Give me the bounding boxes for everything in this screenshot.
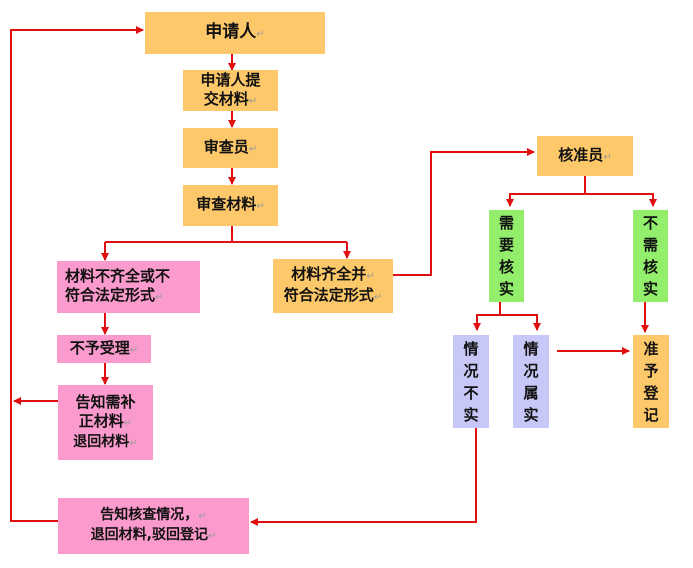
node-submit-materials: 申请人提 交材料↵ — [183, 70, 278, 111]
arrow-verify-split — [473, 302, 501, 331]
node-applicant: 申请人↵ — [145, 12, 325, 54]
node-not-accepted: 不予受理↵ — [57, 335, 151, 363]
arrow-verify-right — [500, 314, 541, 331]
arrow-approver-right — [585, 193, 657, 207]
node-info-true: 情 况 属 实 — [513, 335, 549, 428]
arrow-false-to-result — [250, 428, 477, 526]
node-grant-registration: 准 予 登 记 — [633, 335, 669, 428]
node-materials-incomplete: 材料不齐全或不 符合法定形式↵ — [57, 261, 200, 313]
arrow-split-left — [105, 241, 347, 260]
node-reviewer: 审查员↵ — [183, 128, 278, 168]
arrow-approver-split — [506, 176, 586, 207]
node-notify-result: 告知核查情况，↵ 退回材料,驳回登记↵ — [58, 498, 249, 554]
node-info-false: 情 况 不 实 — [453, 335, 489, 428]
node-approver: 核准员↵ — [537, 136, 633, 176]
node-need-verify: 需 要 核 实 — [489, 210, 524, 302]
arrow-loop-to-applicant — [10, 26, 144, 522]
node-review-materials: 审查材料↵ — [183, 185, 278, 226]
node-notify-supplement: 告知需补 正材料↵ 退回材料↵ — [58, 385, 153, 460]
node-no-verify: 不 需 核 实 — [633, 210, 668, 302]
arrow-complete-to-approver — [393, 148, 535, 276]
node-materials-complete: 材料齐全并↵ 符合法定形式↵ — [273, 259, 393, 313]
